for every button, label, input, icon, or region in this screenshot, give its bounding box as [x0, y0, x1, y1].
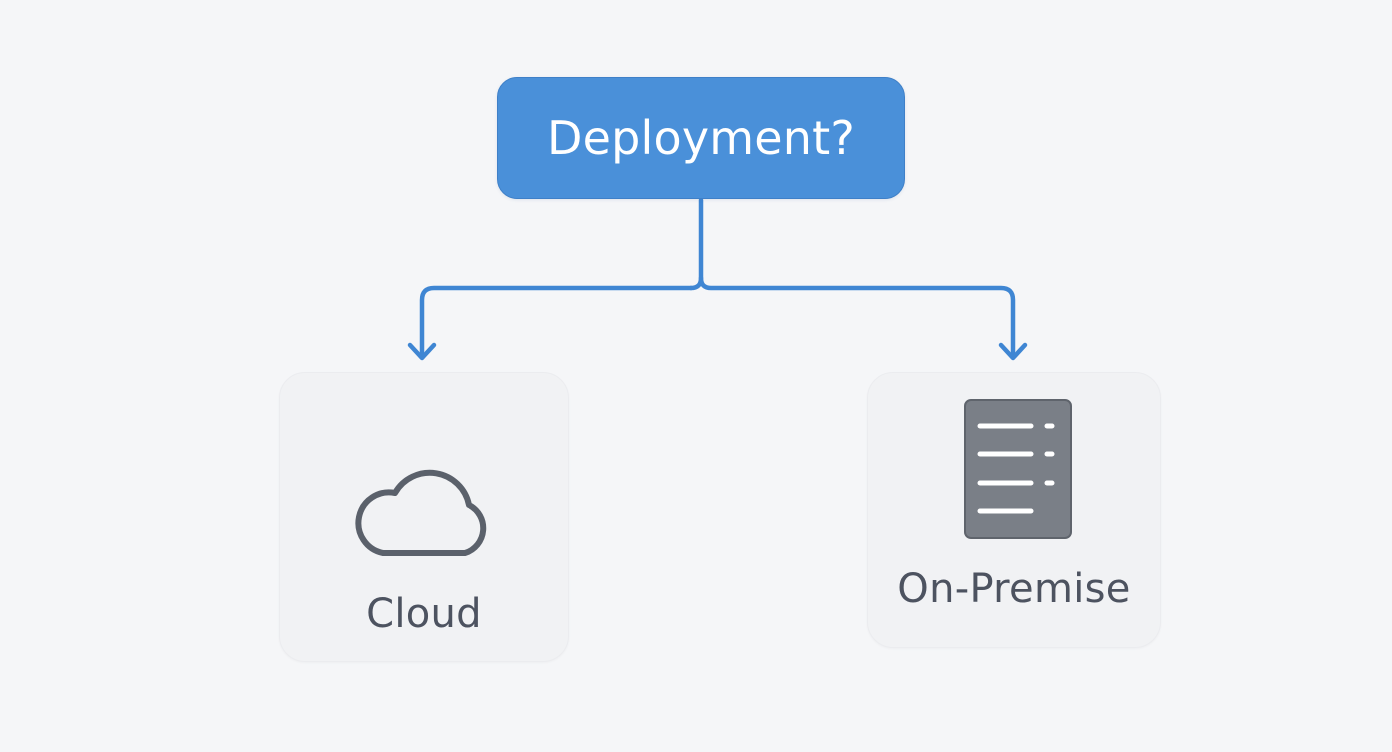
- stem-connector: [688, 197, 704, 291]
- decision-node: Deployment?: [497, 77, 905, 199]
- arrowhead-on-premise: [998, 342, 1028, 361]
- branch-connector-on-premise: [698, 275, 1016, 359]
- option-label-cloud: Cloud: [366, 591, 482, 637]
- arrowhead-cloud: [407, 342, 437, 361]
- option-card-on-premise: On-Premise: [867, 372, 1161, 648]
- cloud-icon: [355, 469, 487, 556]
- option-label-on-premise: On-Premise: [897, 566, 1131, 612]
- option-card-cloud: Cloud: [279, 372, 569, 662]
- branch-connector-cloud: [419, 285, 694, 359]
- server-icon: [964, 399, 1072, 539]
- decision-label: Deployment?: [547, 111, 855, 165]
